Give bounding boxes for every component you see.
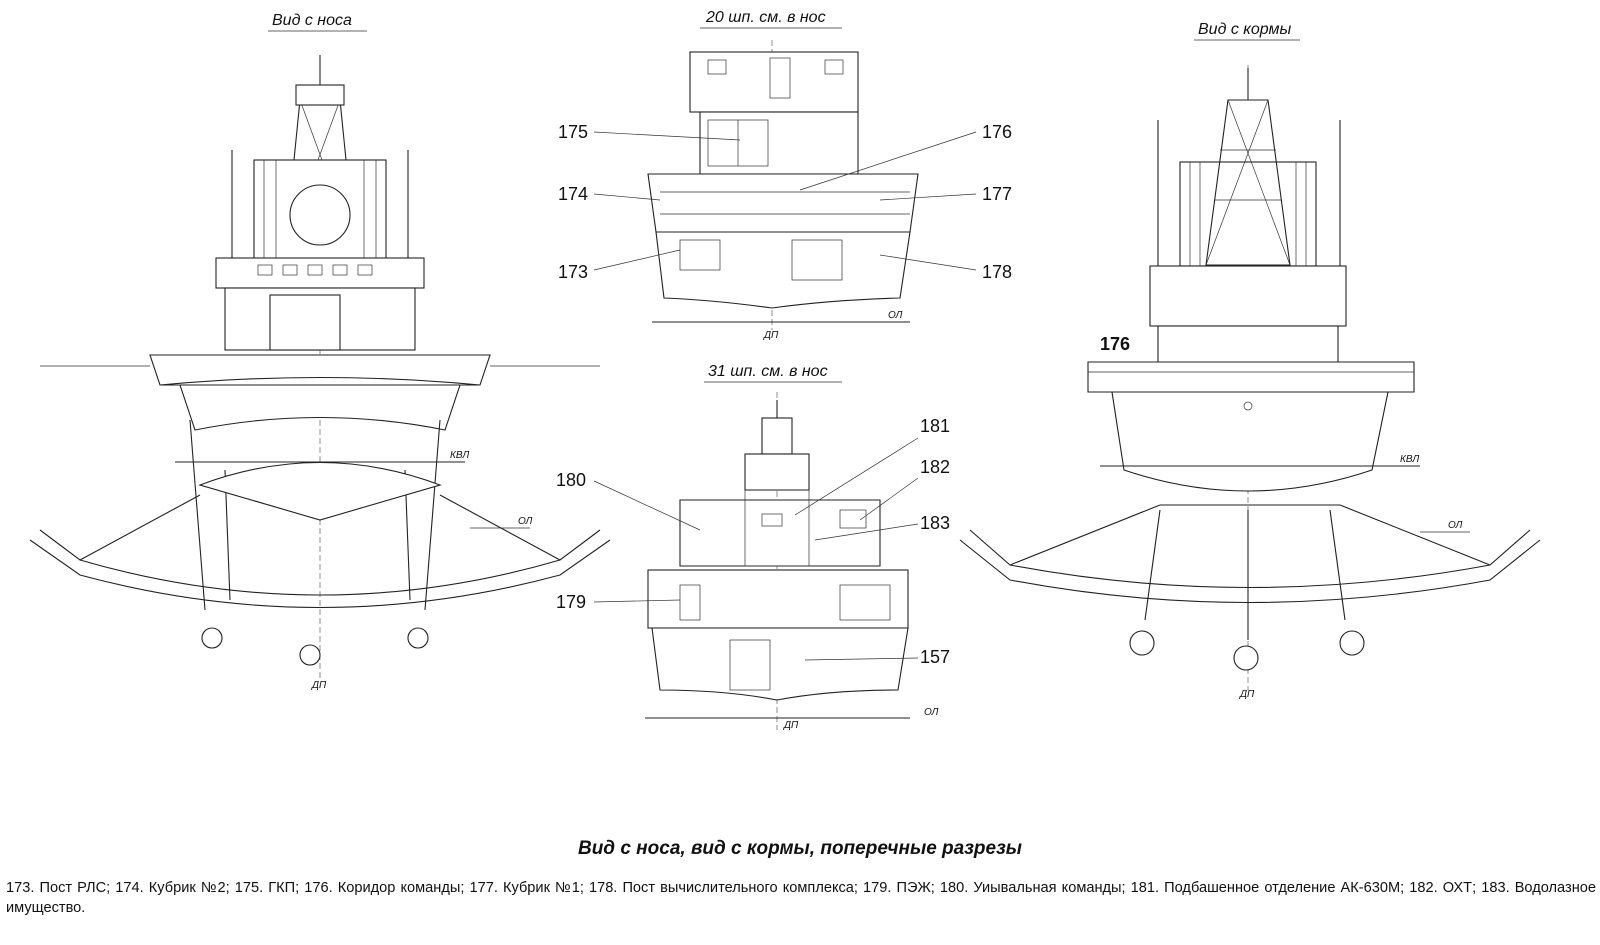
section-31-centerline-label: ДП (783, 720, 799, 731)
bow-waterline-label: КВЛ (450, 450, 469, 461)
section-20: 20 шп. см. в нос ОЛ ДП 175 174 173 176 1… (558, 9, 1012, 341)
bow-view: Вид с носа КВЛ (29, 12, 611, 691)
stern-baseline-label: ОЛ (1448, 520, 1462, 531)
section-20-baseline-label: ОЛ (888, 310, 902, 321)
section-20-centerline-label: ДП (763, 330, 779, 341)
label-178: 178 (982, 262, 1012, 282)
label-183: 183 (920, 513, 950, 533)
bow-centerline-label: ДП (311, 680, 327, 691)
figure-legend: 173. Пост РЛС; 174. Кубрик №2; 175. ГКП;… (6, 880, 1596, 916)
section-20-title: 20 шп. см. в нос (705, 9, 826, 26)
label-173: 173 (558, 262, 588, 282)
stern-callout-176: 176 (1100, 334, 1130, 354)
label-157: 157 (920, 647, 950, 667)
stern-view: Вид с кормы КВЛ ОЛ (959, 21, 1541, 700)
section-31-baseline-label: ОЛ (924, 707, 938, 718)
stern-centerline-label: ДП (1239, 689, 1255, 700)
section-31-title: 31 шп. см. в нос (708, 363, 828, 380)
label-177: 177 (982, 184, 1012, 204)
figure-caption-title: Вид с носа, вид с кормы, поперечные разр… (577, 838, 1023, 859)
section-31: 31 шп. см. в нос ОЛ ДП 180 179 181 182 1… (556, 363, 950, 731)
label-174: 174 (558, 184, 588, 204)
label-175: 175 (558, 122, 588, 142)
label-179: 179 (556, 592, 586, 612)
label-181: 181 (920, 416, 950, 436)
label-180: 180 (556, 470, 586, 490)
stern-waterline-label: КВЛ (1400, 454, 1419, 465)
bow-view-title: Вид с носа (272, 12, 352, 29)
bow-baseline-label: ОЛ (518, 516, 532, 527)
stern-view-title: Вид с кормы (1198, 21, 1291, 38)
ship-drawings: Вид с носа КВЛ (29, 9, 1541, 731)
label-182: 182 (920, 457, 950, 477)
label-176: 176 (982, 122, 1012, 142)
